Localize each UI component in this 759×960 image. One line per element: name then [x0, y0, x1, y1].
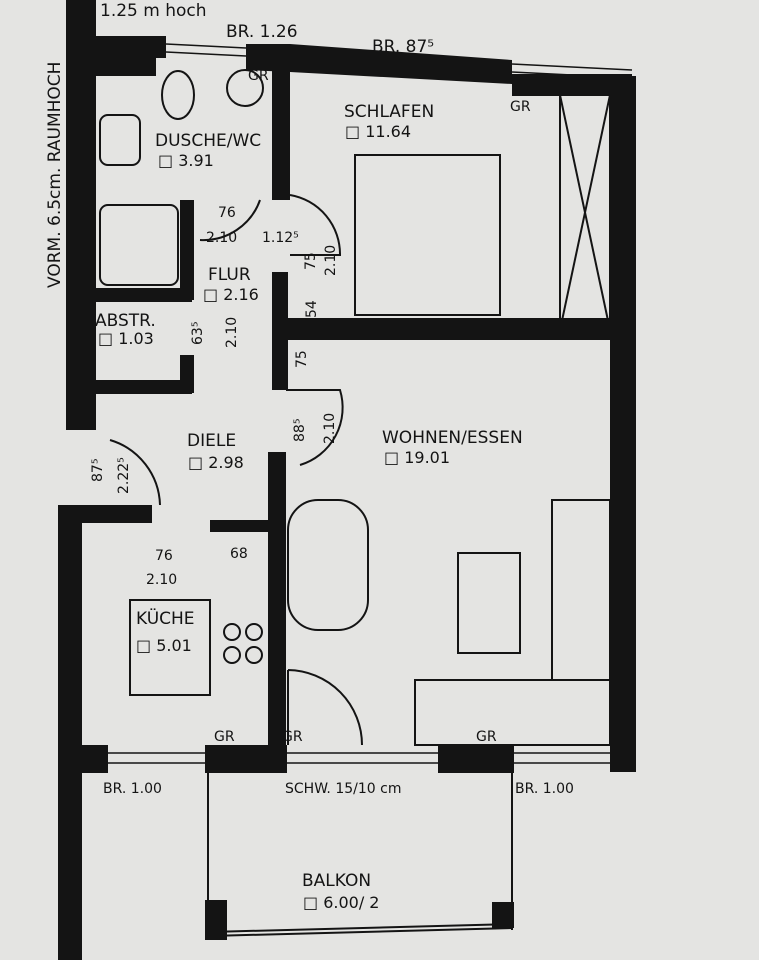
room-diele-area: □ 2.98: [188, 453, 244, 472]
room-diele-name: DIELE: [187, 431, 236, 451]
room-balkon-name: BALKON: [302, 871, 371, 891]
gr-label: GR: [214, 729, 235, 745]
gr-label: GR: [510, 99, 531, 115]
furniture: [99, 69, 611, 746]
windows: [108, 43, 633, 764]
dim-label: 75: [303, 252, 319, 270]
balcony-door-swing: [287, 669, 363, 746]
window-bedroom: BR. 87⁵: [372, 37, 434, 57]
room-wohnen-area: □ 19.01: [384, 448, 450, 467]
room-schlafen-name: SCHLAFEN: [344, 102, 434, 122]
room-abstr-area: □ 1.03: [98, 329, 154, 348]
room-balkon-area: □ 6.00/ 2: [303, 893, 379, 912]
dim-label: 88⁵: [292, 419, 308, 442]
room-dusche-name: DUSCHE/WC: [155, 131, 261, 151]
dining-table: [287, 499, 369, 631]
dim-label: 54: [304, 300, 320, 318]
window-living: BR. 1.00: [515, 781, 574, 797]
window-bath: BR. 1.26: [226, 22, 298, 42]
room-dusche-area: □ 3.91: [158, 151, 214, 170]
entry-door-swing: [109, 439, 161, 506]
sofa: [551, 499, 611, 681]
kitchen-counter: [129, 599, 211, 696]
room-wohnen-name: WOHNEN/ESSEN: [382, 428, 523, 448]
dim-label: 2.10: [323, 245, 339, 276]
walls: [58, 0, 636, 960]
side-note: VORM. 6.5cm. RAUMHOCH: [45, 62, 65, 288]
dim-label: 68: [230, 546, 248, 562]
dim-label: 75: [294, 350, 310, 368]
dim-label: 76: [155, 548, 173, 564]
room-flur-name: FLUR: [208, 265, 251, 285]
dim-label: 63⁵: [190, 322, 206, 345]
dim-label: 2.22⁵: [116, 457, 132, 494]
room-abstr-name: ABSTR.: [95, 311, 156, 331]
shower-tray: [99, 204, 179, 286]
dim-label: 2.10: [224, 317, 240, 348]
living-door-swing: [286, 389, 344, 466]
dim-label: 2.10: [146, 572, 177, 588]
washbasin-icon: [226, 69, 264, 107]
room-kueche-area: □ 5.01: [136, 636, 192, 655]
gr-label: GR: [476, 729, 497, 745]
room-schlafen-area: □ 11.64: [345, 122, 411, 141]
bed: [354, 154, 501, 316]
dim-label: 1.12⁵: [262, 230, 299, 246]
gr-label: GR: [282, 729, 303, 745]
top-note: 1.25 m hoch: [100, 1, 207, 21]
dim-label: 2.10: [322, 413, 338, 444]
balcony-threshold: SCHW. 15/10 cm: [285, 781, 401, 797]
bedroom-door-swing: [289, 194, 342, 256]
balcony-outline: [207, 773, 513, 938]
window-kitchen: BR. 1.00: [103, 781, 162, 797]
coffee-table: [457, 552, 521, 654]
gr-label: GR: [248, 68, 269, 84]
dim-label: 76: [218, 205, 236, 221]
toilet-icon: [161, 70, 195, 120]
dim-label: 87⁵: [90, 459, 106, 482]
sink-icon: [99, 114, 141, 166]
bath-door-swing: [199, 199, 261, 242]
room-flur-area: □ 2.16: [203, 285, 259, 304]
wardrobe: [559, 94, 611, 331]
dim-label: 2.10: [206, 230, 237, 246]
sofa-bottom: [414, 679, 611, 746]
room-kueche-name: KÜCHE: [136, 607, 195, 629]
